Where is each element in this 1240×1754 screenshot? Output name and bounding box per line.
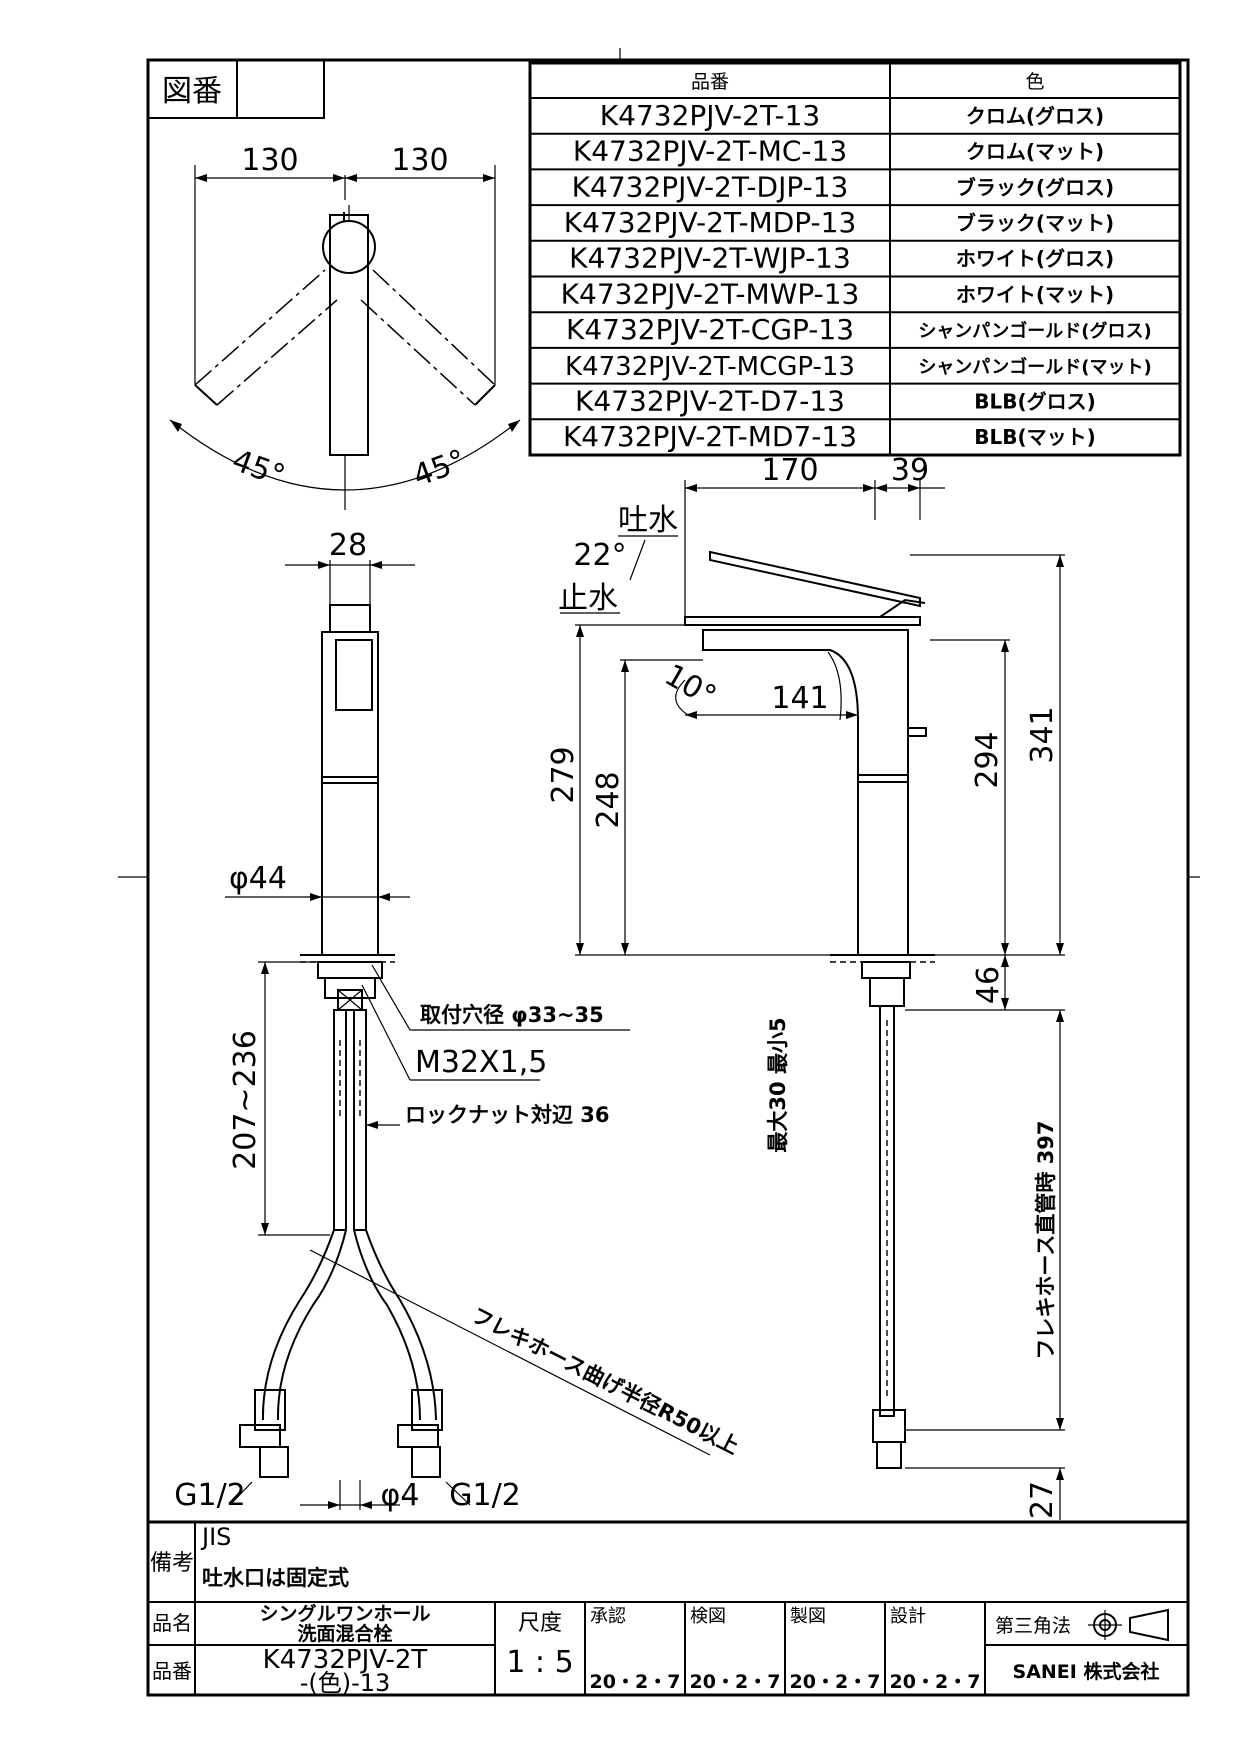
parts-row-color: ブラック(グロス) <box>956 175 1114 199</box>
hinmei-line1: シングルワンホール <box>259 1602 430 1625</box>
drawing-number-label: 図番 <box>162 74 222 109</box>
top-angle-right: 45° <box>409 443 471 494</box>
hinban-line2: -(色)-13 <box>300 1669 391 1697</box>
side-dim-39: 39 <box>891 453 929 488</box>
parts-row-part: K4732PJV-2T-D7-13 <box>575 384 845 417</box>
projection-label: 第三角法 <box>995 1615 1071 1637</box>
third-angle-symbol-icon <box>1088 1608 1169 1642</box>
parts-header-part: 品番 <box>691 71 729 93</box>
hinban-label: 品番 <box>152 1659 192 1683</box>
parts-row-part: K4732PJV-2T-MD7-13 <box>563 420 857 453</box>
drawn-date: 20・2・7 <box>790 1671 881 1693</box>
company-name: SANEI 株式会社 <box>1013 1660 1160 1683</box>
approve-date: 20・2・7 <box>590 1671 681 1693</box>
parts-row-part: K4732PJV-2T-MDP-13 <box>564 206 857 239</box>
top-angle-left: 45° <box>228 443 290 494</box>
hinmei-label: 品名 <box>152 1611 192 1635</box>
parts-row-part: K4732PJV-2T-MC-13 <box>573 135 847 168</box>
parts-row-part: K4732PJV-2T-13 <box>600 99 820 132</box>
top-dim-right: 130 <box>391 143 448 178</box>
hinban-line1: K4732PJV-2T <box>263 1645 428 1675</box>
side-dim-279: 279 <box>546 746 581 803</box>
parts-row-color: シャンパンゴールド(マット) <box>918 356 1151 378</box>
parts-row-part: K4732PJV-2T-CGP-13 <box>566 313 854 346</box>
drawn-label: 製図 <box>790 1606 826 1627</box>
top-dim-left: 130 <box>241 143 298 178</box>
check-date: 20・2・7 <box>690 1671 781 1693</box>
scale-value: 1 : 5 <box>506 1645 573 1680</box>
title-block: 備考 JIS 吐水口は固定式 品名 シングルワンホール 洗面混合栓 品番 K47… <box>148 1520 1188 1697</box>
parts-header-color: 色 <box>1025 71 1044 93</box>
top-view: 130 130 45° 45° <box>169 143 521 510</box>
parts-row-part: K4732PJV-2T-DJP-13 <box>572 170 849 203</box>
side-dim-341: 341 <box>1025 706 1060 763</box>
front-thread: M32X1,5 <box>415 1045 547 1080</box>
front-g-right: G1/2 <box>449 1478 521 1513</box>
approve-label: 承認 <box>590 1606 626 1627</box>
drawing-number-box: 図番 <box>147 59 325 119</box>
side-dim-141: 141 <box>771 681 828 716</box>
design-label: 設計 <box>890 1606 926 1627</box>
side-hose-length: フレキホース直管時 397 <box>1034 1120 1058 1359</box>
side-dim-294: 294 <box>970 731 1005 788</box>
side-label-spout: 吐水 <box>618 503 678 538</box>
front-dim-diameter: φ44 <box>229 861 287 896</box>
side-dim-27: 27 <box>1025 1481 1060 1519</box>
side-angle-lever: 22° <box>573 538 626 573</box>
side-dim-max-min: 最大30 最小5 <box>766 1017 790 1152</box>
front-dim-width: 28 <box>329 528 367 563</box>
remarks-label: 備考 <box>150 1551 194 1576</box>
parts-row-color: シャンパンゴールド(グロス) <box>918 320 1151 342</box>
front-hose-bend: フレキホース曲げ半径R50以上 <box>468 1303 743 1459</box>
check-label: 検図 <box>690 1606 726 1627</box>
parts-row-color: クロム(グロス) <box>966 104 1104 128</box>
parts-row-part: K4732PJV-2T-MWP-13 <box>561 277 860 310</box>
hinmei-line2: 洗面混合栓 <box>297 1622 392 1645</box>
side-dim-248: 248 <box>591 771 626 828</box>
remarks-line2: 吐水口は固定式 <box>202 1566 349 1590</box>
scale-label: 尺度 <box>518 1611 562 1636</box>
front-g-left: G1/2 <box>174 1478 246 1513</box>
parts-row-color: クロム(マット) <box>966 140 1104 164</box>
front-mount-hole: 取付穴径 φ33~35 <box>420 1003 604 1027</box>
parts-row-part: K4732PJV-2T-MCGP-13 <box>565 352 855 382</box>
side-view: 170 39 吐水 22° 止水 10° 141 <box>546 453 1065 1520</box>
front-dim-below: 207~236 <box>228 1030 263 1170</box>
remarks-line1: JIS <box>200 1523 231 1551</box>
front-locknut: ロックナット対辺 36 <box>405 1103 610 1127</box>
side-label-stop: 止水 <box>558 581 618 616</box>
parts-row-color: BLB(マット) <box>974 425 1096 449</box>
side-angle-spout: 10° <box>658 658 722 715</box>
parts-row-color: ホワイト(マット) <box>956 282 1114 306</box>
parts-row-color: ホワイト(グロス) <box>956 247 1114 271</box>
front-view: 28 φ44 <box>174 528 742 1513</box>
parts-table: 品番 色 K4732PJV-2T-13 クロム(グロス) K4732PJV-2T-M… <box>528 61 1182 457</box>
parts-row-color: ブラック(マット) <box>956 211 1114 235</box>
side-dim-170: 170 <box>761 453 818 488</box>
front-hose-dia: φ4 <box>381 1478 420 1513</box>
side-dim-46: 46 <box>971 966 1006 1004</box>
design-date: 20・2・7 <box>890 1671 981 1693</box>
parts-row-part: K4732PJV-2T-WJP-13 <box>569 242 851 275</box>
parts-row-color: BLB(グロス) <box>974 389 1096 413</box>
